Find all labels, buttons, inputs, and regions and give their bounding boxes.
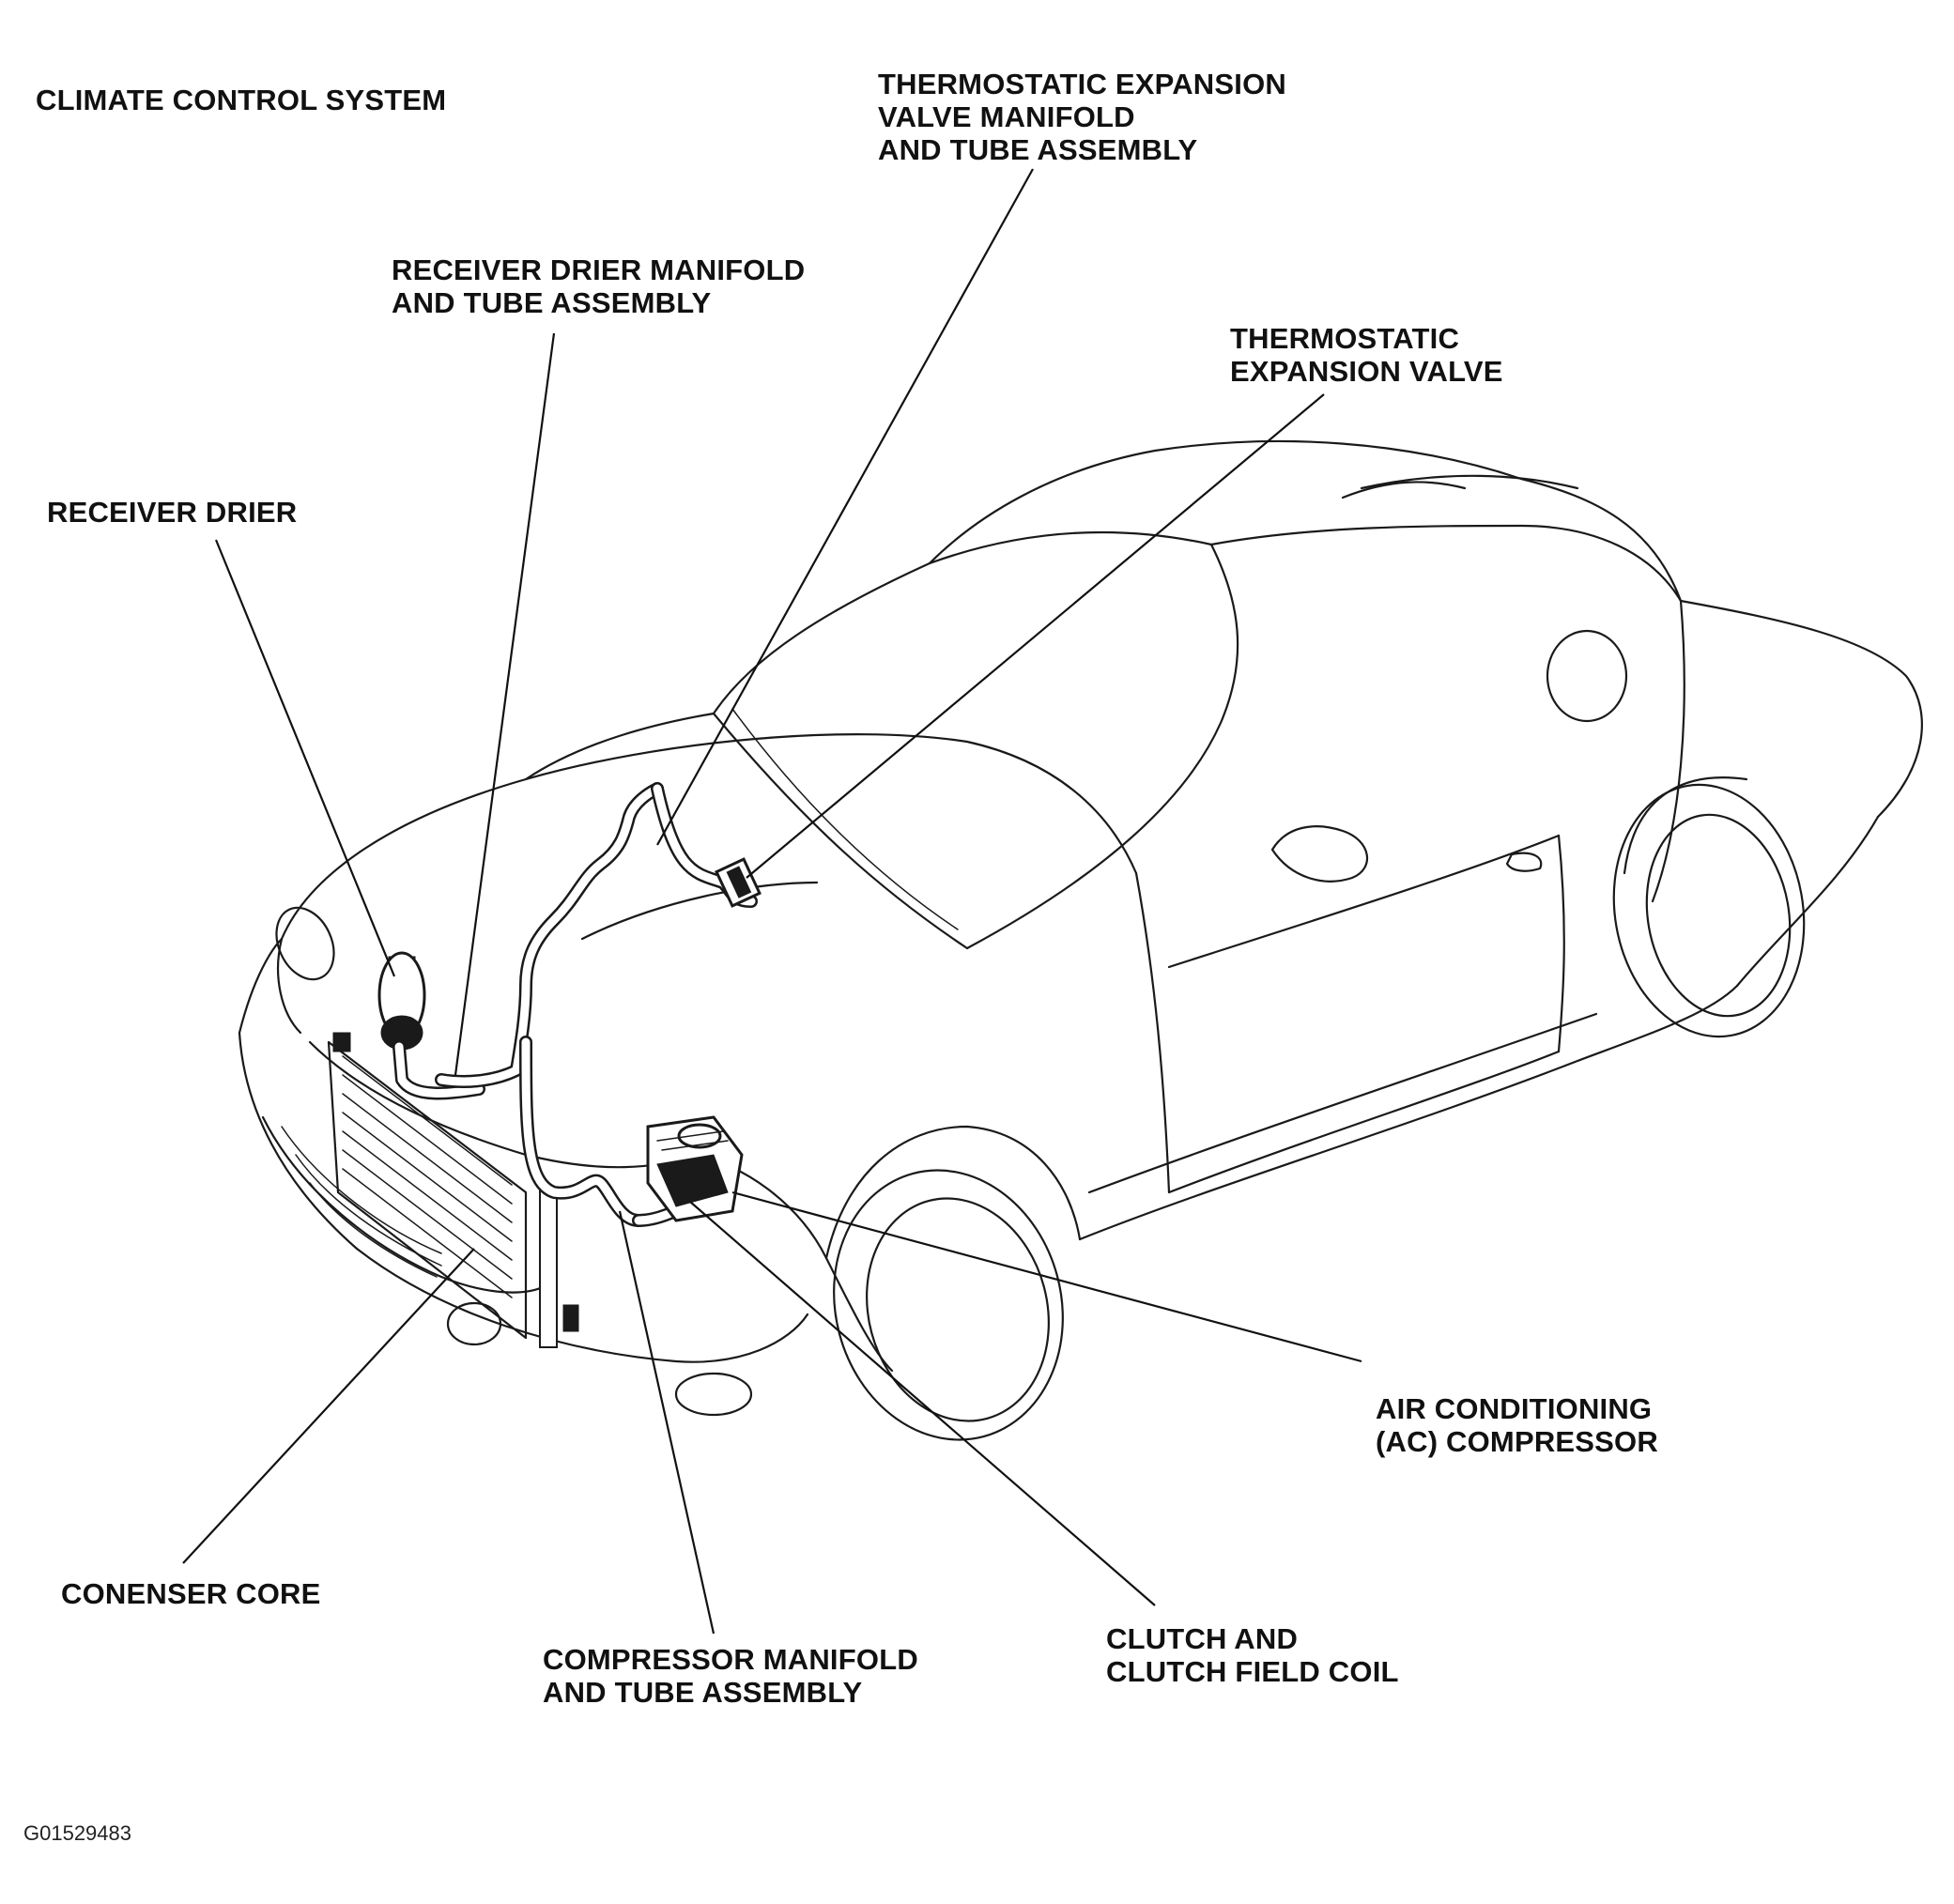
condenser-core-illustration [327, 1032, 579, 1348]
label-condenser-core-line-1: CONENSER CORE [61, 1577, 321, 1610]
leader-lines [182, 168, 1362, 1635]
label-txv: THERMOSTATIC EXPANSION VALVE [1230, 322, 1503, 388]
ac-compressor-illustration [646, 1115, 744, 1222]
label-txv-line-2: EXPANSION VALVE [1230, 355, 1503, 388]
label-txv-manifold-line-1: THERMOSTATIC EXPANSION [878, 68, 1286, 100]
label-compressor-manifold: COMPRESSOR MANIFOLD AND TUBE ASSEMBLY [543, 1643, 918, 1709]
label-clutch-line-1: CLUTCH AND [1106, 1622, 1299, 1655]
leader-clutch [689, 1201, 1156, 1606]
label-receiver-drier: RECEIVER DRIER [47, 496, 297, 529]
leader-txv-manifold [656, 168, 1034, 846]
figure-id: G01529483 [23, 1821, 131, 1845]
diagram-title: CLIMATE CONTROL SYSTEM [36, 84, 446, 116]
receiver-drier-illustration [377, 951, 485, 1100]
label-ac-compressor-line-2: (AC) COMPRESSOR [1376, 1425, 1658, 1458]
label-rd-manifold: RECEIVER DRIER MANIFOLD AND TUBE ASSEMBL… [392, 253, 805, 319]
label-txv-manifold-line-2: VALVE MANIFOLD [878, 100, 1135, 133]
car-body [238, 439, 1923, 1441]
label-compressor-manifold-line-1: COMPRESSOR MANIFOLD [543, 1643, 918, 1676]
label-compressor-manifold-line-2: AND TUBE ASSEMBLY [543, 1676, 863, 1709]
label-ac-compressor-line-1: AIR CONDITIONING [1376, 1392, 1653, 1425]
label-receiver-drier-line-1: RECEIVER DRIER [47, 496, 298, 529]
leader-receiver-drier [214, 539, 396, 977]
label-txv-manifold: THERMOSTATIC EXPANSION VALVE MANIFOLD AN… [878, 68, 1286, 166]
title-text: CLIMATE CONTROL SYSTEM [36, 84, 447, 116]
leader-compressor-manifold [618, 1210, 715, 1635]
label-ac-compressor: AIR CONDITIONING (AC) COMPRESSOR [1376, 1392, 1658, 1458]
label-clutch-line-2: CLUTCH FIELD COIL [1106, 1655, 1399, 1688]
label-condenser-core: CONENSER CORE [61, 1577, 320, 1610]
leader-txv [746, 393, 1325, 879]
label-txv-line-1: THERMOSTATIC [1230, 322, 1460, 355]
leader-condenser-core [182, 1248, 475, 1564]
label-clutch: CLUTCH AND CLUTCH FIELD COIL [1106, 1622, 1399, 1688]
label-rd-manifold-line-1: RECEIVER DRIER MANIFOLD [392, 253, 806, 286]
leader-ac-compressor [731, 1190, 1362, 1363]
label-txv-manifold-line-3: AND TUBE ASSEMBLY [878, 133, 1198, 166]
label-rd-manifold-line-2: AND TUBE ASSEMBLY [392, 286, 712, 319]
leader-rd-manifold [454, 332, 556, 1076]
txv-illustration [715, 857, 762, 908]
